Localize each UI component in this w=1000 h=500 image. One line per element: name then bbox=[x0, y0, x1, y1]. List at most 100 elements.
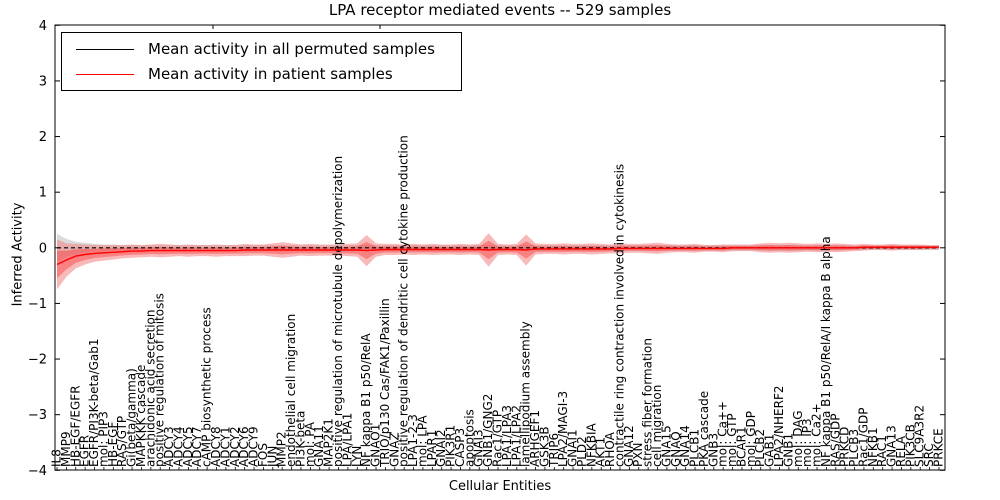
x-category-label: LPA1-2-3 bbox=[406, 414, 420, 467]
y-tick-label: −1 bbox=[28, 297, 47, 312]
x-category-label: ADCY4 bbox=[172, 426, 186, 467]
x-category-label: GAB1 bbox=[763, 434, 777, 467]
legend: Mean activity in all permuted samples Me… bbox=[61, 32, 462, 91]
x-category-label: PRKCD bbox=[838, 427, 852, 467]
x-category-label: PKA cascade bbox=[697, 391, 711, 467]
x-category-label: positive regulation of dendritic cell cy… bbox=[397, 135, 411, 467]
x-category-label: mol: GDP bbox=[744, 411, 758, 467]
x-category-label: GNAI3 bbox=[472, 429, 486, 467]
x-category-label: HB-EGF/EGFR bbox=[68, 385, 82, 467]
x-category-label: LPA2/NHERF2 bbox=[772, 386, 786, 468]
x-category-label: PRKCE bbox=[932, 428, 946, 467]
x-category-label: ARHGEF1 bbox=[528, 410, 542, 467]
legend-line-patient bbox=[76, 73, 134, 75]
x-category-label: RHOA bbox=[603, 431, 617, 467]
x-category-label: LPA1/LPA3 bbox=[500, 405, 514, 467]
x-category-label: mol: Ca2+ bbox=[810, 403, 824, 467]
x-category-label: positive regulation of mitosis bbox=[153, 293, 167, 467]
y-tick-label: 2 bbox=[39, 130, 47, 145]
x-category-label: mol: GTP bbox=[725, 413, 739, 467]
x-category-label: SLC9A3R2 bbox=[913, 405, 927, 467]
x-category-label: SRC bbox=[922, 443, 936, 467]
x-category-label: LPA1/LPA2 bbox=[509, 405, 523, 467]
x-category-label: LPA/LPA1 bbox=[340, 413, 354, 467]
x-category-label: NFKBIA bbox=[584, 422, 598, 467]
x-category-label: NF kappa B1 p50/RelA bbox=[359, 333, 373, 467]
y-tick-label: 0 bbox=[39, 241, 47, 256]
x-category-label: GNAQ bbox=[669, 431, 683, 467]
x-category-label: TRIP6 bbox=[547, 433, 561, 468]
x-category-label: TRIO/p130 Cas/FAK1/Paxillin bbox=[378, 298, 392, 468]
x-category-label: RAS/GTP bbox=[115, 416, 129, 467]
x-category-label: ADCY6 bbox=[237, 426, 251, 467]
x-category-label: GNB1 bbox=[781, 433, 795, 467]
x-category-label: PLCB2 bbox=[753, 429, 767, 467]
legend-label-patient: Mean activity in patient samples bbox=[148, 65, 393, 83]
x-category-label: AKT1 bbox=[594, 437, 608, 467]
x-category-label: GNA15 bbox=[659, 425, 673, 467]
x-category-label: GNA11 bbox=[312, 425, 326, 467]
x-category-label: mol: IP3 bbox=[800, 418, 814, 467]
x-category-label: Rac1/GDP bbox=[856, 408, 870, 467]
x-category-label: positive regulation of microtubule depol… bbox=[331, 156, 345, 467]
x-category-label: CASP3 bbox=[453, 428, 467, 467]
x-category-label: GNB1/GNG2 bbox=[481, 394, 495, 467]
patient-band-outer bbox=[57, 233, 939, 290]
x-category-label: RAC1 bbox=[875, 435, 889, 467]
x-category-label: GNAZ bbox=[387, 432, 401, 467]
x-category-label: RELA bbox=[894, 435, 908, 467]
x-category-label: PLCB1 bbox=[688, 429, 702, 467]
legend-label-permuted: Mean activity in all permuted samples bbox=[148, 40, 435, 58]
x-category-label: MMP9 bbox=[59, 431, 73, 467]
x-category-label: PIK3R1 bbox=[444, 425, 458, 467]
x-category-label: Gi(beta/gamma) bbox=[125, 368, 139, 467]
x-category-label: PIK3CB bbox=[903, 424, 917, 467]
legend-item-permuted: Mean activity in all permuted samples bbox=[76, 40, 435, 58]
x-category-label: GNAI2 bbox=[434, 429, 448, 467]
x-category-label: cell migration bbox=[650, 385, 664, 467]
y-tick-label: −4 bbox=[28, 464, 47, 479]
x-category-label: BCAR1 bbox=[735, 426, 749, 467]
x-category-label: PXN bbox=[631, 443, 645, 467]
x-category-label: cAMP biosynthetic process bbox=[200, 307, 214, 467]
x-category-label: ADCY3 bbox=[162, 426, 176, 467]
y-tick-label: 4 bbox=[39, 19, 47, 34]
x-category-label: GNAI1 bbox=[566, 429, 580, 467]
y-tick-label: −3 bbox=[28, 408, 47, 423]
x-category-label: mol: PIP3 bbox=[96, 411, 110, 467]
x-category-label: IL8 bbox=[50, 449, 64, 467]
x-category-label: GNA13 bbox=[885, 425, 899, 467]
x-category-label: MMP2 bbox=[275, 431, 289, 467]
x-category-label: lamellipodium assembly bbox=[519, 321, 533, 467]
legend-line-permuted bbox=[76, 48, 134, 50]
x-category-label: NFKB1 bbox=[866, 427, 880, 467]
patient-mean-line bbox=[56, 246, 939, 266]
x-category-label: stress fiber formation bbox=[641, 338, 655, 467]
x-category-label: HB-EGF bbox=[106, 422, 120, 467]
x-axis-label: Cellular Entities bbox=[448, 479, 552, 494]
x-category-label: LYN bbox=[350, 446, 364, 467]
x-category-label: arachidonic acid secretion bbox=[143, 310, 157, 467]
x-category-label: mol: PA bbox=[303, 421, 317, 467]
x-category-label: PLCB3 bbox=[847, 429, 861, 467]
x-category-label: PLD2 bbox=[575, 436, 589, 467]
x-category-label: EGFR/PI3K-beta/Gab1 bbox=[87, 338, 101, 467]
chart-title: LPA receptor mediated events -- 529 samp… bbox=[328, 1, 672, 19]
x-category-label: RAS/GDP bbox=[828, 414, 842, 468]
x-category-label: FOS bbox=[256, 443, 270, 467]
y-axis-label: Inferred Activity bbox=[10, 202, 26, 307]
x-category-label: endothelial cell migration bbox=[284, 314, 298, 467]
x-category-label: mol: DAG bbox=[791, 410, 805, 467]
y-tick-label: 1 bbox=[39, 186, 47, 201]
x-category-label: JUN bbox=[265, 446, 279, 468]
x-category-label: NF kappa B1 p50/RelA/I kappa B alpha bbox=[819, 236, 833, 467]
legend-item-patient: Mean activity in patient samples bbox=[76, 65, 435, 83]
x-category-label: EGFR bbox=[78, 435, 92, 467]
x-category-label: ADCY5 bbox=[181, 426, 195, 467]
y-tick-label: −2 bbox=[28, 353, 47, 368]
x-category-label: MAP2K1 bbox=[322, 418, 336, 467]
x-category-label: mol: LPA bbox=[415, 415, 429, 467]
x-category-label: contractile ring contraction involved in… bbox=[613, 164, 627, 467]
